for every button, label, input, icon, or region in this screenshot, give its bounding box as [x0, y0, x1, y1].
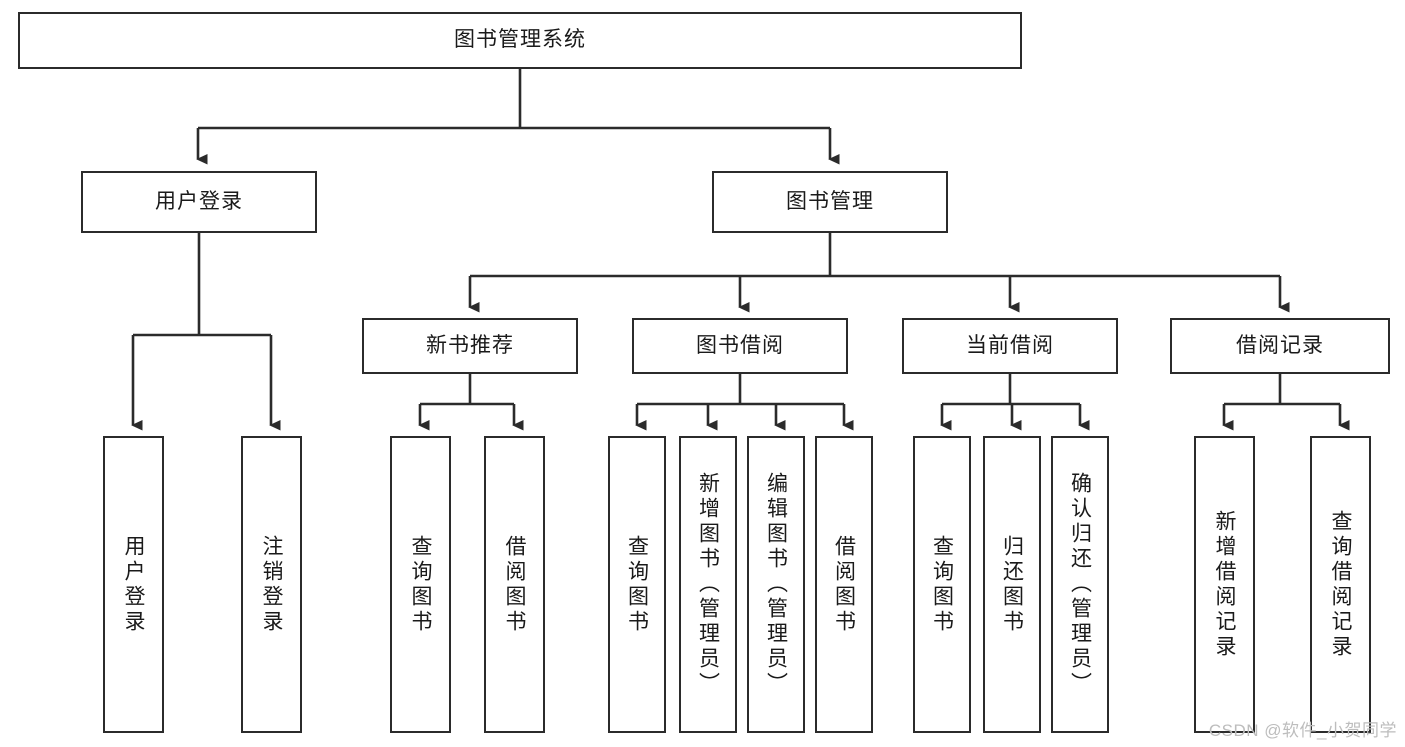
node-leaf-borrow-book-1[interactable]: 借阅图书 [484, 436, 545, 733]
node-leaf-query-book-1[interactable]: 查询图书 [390, 436, 451, 733]
node-leaf-confirm-return-label: 确认归还（管理员） [1068, 472, 1092, 697]
node-leaf-user-logout-label: 注销登录 [260, 534, 283, 635]
node-current-borrow-label: 当前借阅 [966, 333, 1054, 357]
node-leaf-add-record[interactable]: 新增借阅记录 [1194, 436, 1255, 733]
node-root-label: 图书管理系统 [454, 28, 586, 52]
node-book-borrow-label: 图书借阅 [696, 333, 784, 357]
node-leaf-borrow-book-2[interactable]: 借阅图书 [815, 436, 873, 733]
node-leaf-query-record[interactable]: 查询借阅记录 [1310, 436, 1371, 733]
node-book-manage[interactable]: 图书管理 [712, 171, 948, 233]
node-current-borrow[interactable]: 当前借阅 [902, 318, 1118, 374]
node-leaf-user-login-label: 用户登录 [122, 534, 145, 635]
node-leaf-query-book-3[interactable]: 查询图书 [913, 436, 971, 733]
node-leaf-edit-book[interactable]: 编辑图书（管理员） [747, 436, 805, 733]
node-leaf-return-book[interactable]: 归还图书 [983, 436, 1041, 733]
node-leaf-add-book[interactable]: 新增图书（管理员） [679, 436, 737, 733]
node-leaf-query-book-2[interactable]: 查询图书 [608, 436, 666, 733]
node-new-book-recommend-label: 新书推荐 [426, 333, 514, 357]
node-user-login[interactable]: 用户登录 [81, 171, 317, 233]
node-leaf-query-record-label: 查询借阅记录 [1329, 509, 1352, 660]
node-user-login-label: 用户登录 [155, 189, 243, 213]
node-leaf-borrow-book-1-label: 借阅图书 [503, 534, 526, 635]
node-leaf-user-logout[interactable]: 注销登录 [241, 436, 302, 733]
node-leaf-add-book-label: 新增图书（管理员） [696, 472, 720, 697]
node-leaf-user-login[interactable]: 用户登录 [103, 436, 164, 733]
node-leaf-confirm-return[interactable]: 确认归还（管理员） [1051, 436, 1109, 733]
node-leaf-query-book-2-label: 查询图书 [625, 534, 649, 635]
node-new-book-recommend[interactable]: 新书推荐 [362, 318, 578, 374]
node-book-manage-label: 图书管理 [786, 189, 874, 213]
node-book-borrow[interactable]: 图书借阅 [632, 318, 848, 374]
node-leaf-query-book-3-label: 查询图书 [930, 534, 954, 635]
node-root[interactable]: 图书管理系统 [18, 12, 1022, 69]
node-leaf-edit-book-label: 编辑图书（管理员） [764, 472, 788, 697]
node-leaf-borrow-book-2-label: 借阅图书 [832, 534, 856, 635]
node-borrow-record[interactable]: 借阅记录 [1170, 318, 1390, 374]
node-borrow-record-label: 借阅记录 [1236, 333, 1324, 357]
watermark-text: CSDN @软件_小贺同学 [1208, 721, 1397, 740]
node-leaf-add-record-label: 新增借阅记录 [1213, 509, 1236, 660]
node-leaf-return-book-label: 归还图书 [1000, 534, 1024, 635]
node-leaf-query-book-1-label: 查询图书 [409, 534, 432, 635]
